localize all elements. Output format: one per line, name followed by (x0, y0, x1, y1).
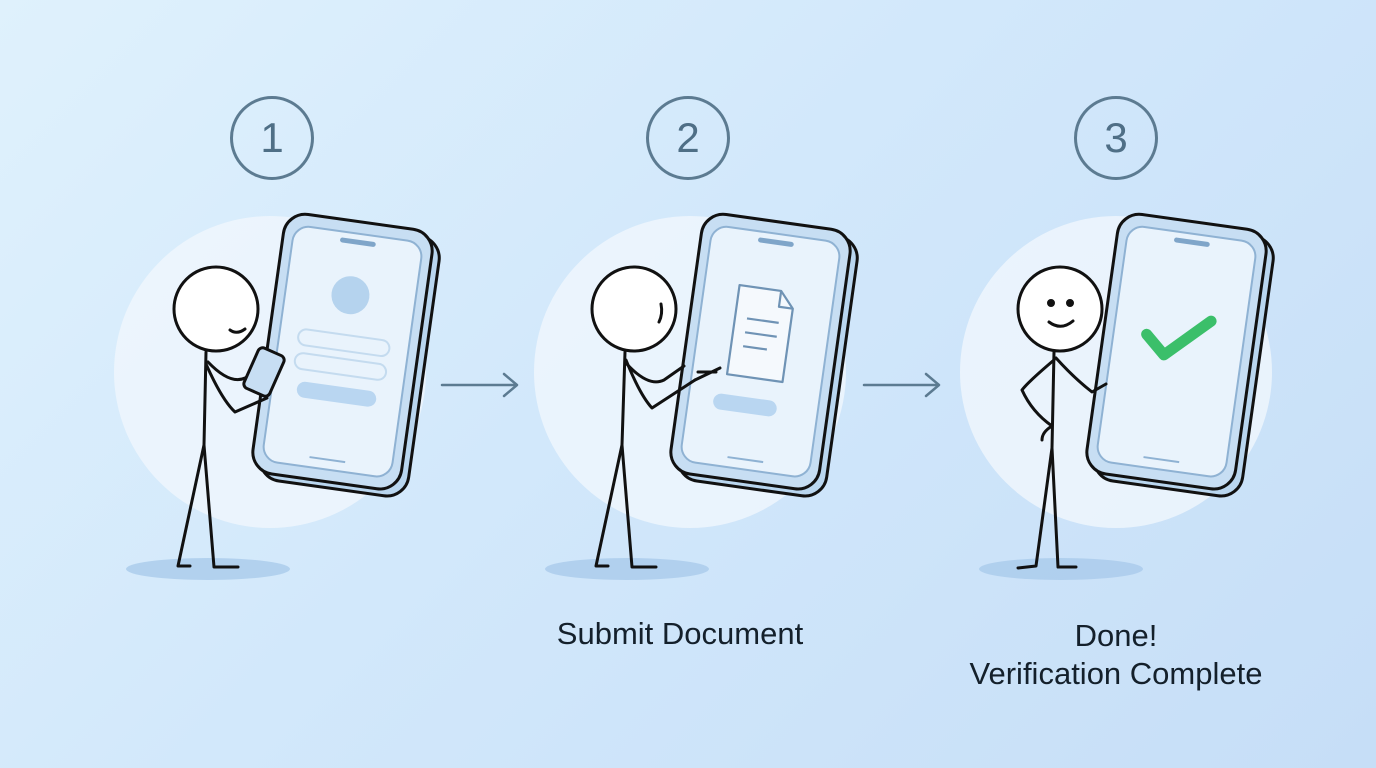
step-2-caption: Submit Document (470, 615, 890, 653)
step-3-caption: Done! Verification Complete (906, 617, 1326, 693)
document-icon (727, 285, 795, 382)
ground-shadow (979, 558, 1143, 580)
step-1-illustration (62, 0, 482, 768)
ground-shadow (126, 558, 290, 580)
ground-shadow (545, 558, 709, 580)
step-3-caption-line-1: Done! (906, 617, 1326, 655)
step-3-caption-line-2: Verification Complete (906, 655, 1326, 693)
step-2: 2 Sub (480, 0, 900, 768)
step-1: 1 (62, 0, 482, 768)
step-3: 3 Done! Verification Complete (906, 0, 1326, 768)
